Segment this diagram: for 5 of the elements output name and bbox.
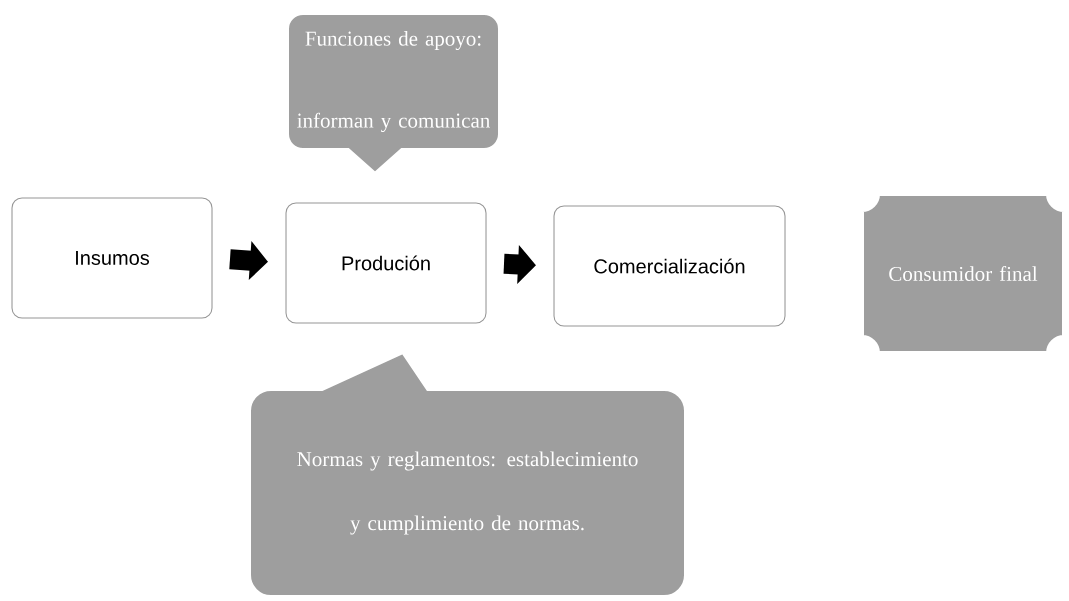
callout-bubble: Normas y reglamentos: establecimiento y cumplimiento de normas. xyxy=(247,350,688,599)
callout-bubble: Funciones de apoyo: informan y comunican xyxy=(285,11,502,176)
process-box: Comercialización xyxy=(553,205,786,327)
process-box: Produción xyxy=(285,202,487,324)
process-box: Insumos xyxy=(11,197,213,319)
